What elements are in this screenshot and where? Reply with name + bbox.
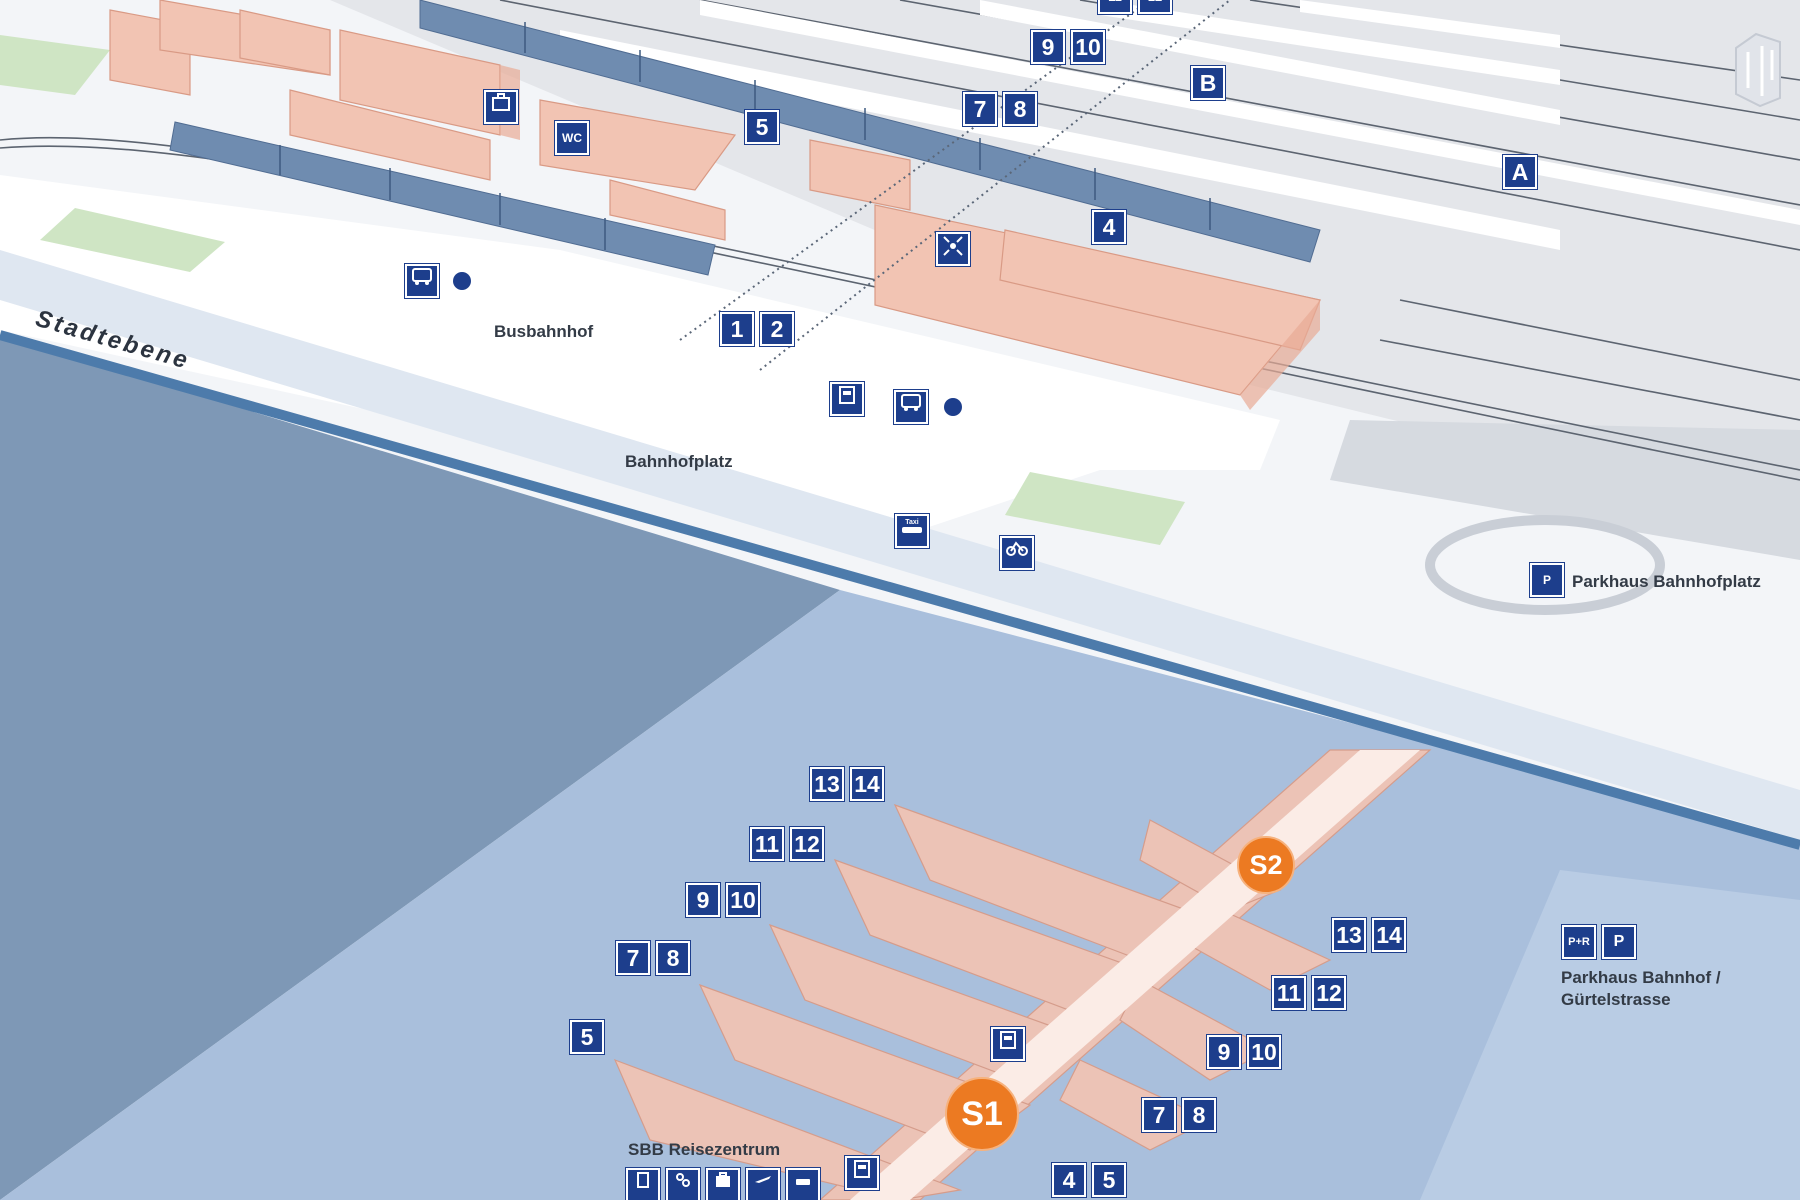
travel-centre-icon[interactable] <box>665 1167 701 1200</box>
lower-level-highlight <box>1420 870 1800 1200</box>
platform-badge-11[interactable]: 11 <box>1097 0 1133 15</box>
underpass-badge-11-left[interactable]: 11 <box>749 826 785 862</box>
airport-icon[interactable] <box>745 1167 781 1200</box>
platform-badge-4[interactable]: 4 <box>1091 209 1127 245</box>
ticket-machine-icon[interactable] <box>844 1155 880 1191</box>
bus-stop-dot <box>944 398 962 416</box>
underpass-badge-9-right[interactable]: 9 <box>1206 1034 1242 1070</box>
underpass-badge-8-left[interactable]: 8 <box>655 940 691 976</box>
place-label-parkhaus-guertel-1: Parkhaus Bahnhof / <box>1561 968 1721 987</box>
plaza-area <box>0 175 1280 530</box>
platform-badge-9[interactable]: 9 <box>1030 29 1066 65</box>
svg-text:Taxi: Taxi <box>905 519 919 526</box>
platform-badge-1[interactable]: 1 <box>719 311 755 347</box>
green-area <box>1005 472 1185 545</box>
info-icon[interactable] <box>625 1167 661 1200</box>
watermark-logo-icon <box>1735 32 1781 108</box>
underpass-badge-4-right[interactable]: 4 <box>1051 1162 1087 1198</box>
underpass-badge-5-right[interactable]: 5 <box>1091 1162 1127 1198</box>
underpass-badge-14-right[interactable]: 14 <box>1371 917 1407 953</box>
platform-badge-2[interactable]: 2 <box>759 311 795 347</box>
underpass-badge-5-left[interactable]: 5 <box>569 1019 605 1055</box>
ticket-machine-icon[interactable] <box>829 381 865 417</box>
platform-badge-10[interactable]: 10 <box>1070 29 1106 65</box>
parking-icon[interactable]: P <box>1529 562 1565 598</box>
underpass-badge-8-right[interactable]: 8 <box>1181 1097 1217 1133</box>
track-area-lower <box>1330 420 1800 560</box>
underpass-marker-s1[interactable]: S1 <box>945 1077 1019 1151</box>
green-area <box>40 208 225 272</box>
place-label-busbahnhof: Busbahnhof <box>494 322 594 341</box>
platform-badge-7[interactable]: 7 <box>962 91 998 127</box>
train-car-joints <box>279 22 1211 250</box>
bike-parking-icon[interactable] <box>999 535 1035 571</box>
underpass-badge-10-right[interactable]: 10 <box>1246 1034 1282 1070</box>
underpass-badge-9-left[interactable]: 9 <box>685 882 721 918</box>
place-label-parkhaus-bahnhofplatz: Parkhaus Bahnhofplatz <box>1572 572 1761 591</box>
car-rental-icon[interactable] <box>785 1167 821 1200</box>
underpass-badge-12-right[interactable]: 12 <box>1311 975 1347 1011</box>
green-area <box>0 35 110 95</box>
parking-ramp <box>1425 515 1665 615</box>
platform-badge-8[interactable]: 8 <box>1002 91 1038 127</box>
underpass-badge-13-right[interactable]: 13 <box>1331 917 1367 953</box>
platform-badge-12[interactable]: 12 <box>1137 0 1173 15</box>
level-edge <box>0 330 1800 850</box>
underpass-badge-11-right[interactable]: 11 <box>1271 975 1307 1011</box>
place-label-parkhaus-guertel-2: Gürtelstrasse <box>1561 990 1671 1009</box>
underpass-badge-12-left[interactable]: 12 <box>789 826 825 862</box>
sector-badge-a[interactable]: A <box>1502 154 1538 190</box>
underpass-marker-s2[interactable]: S2 <box>1237 836 1295 894</box>
bus-stop-dot <box>453 272 471 290</box>
bus-stop-icon[interactable] <box>404 263 440 299</box>
underpass-badge-10-left[interactable]: 10 <box>725 882 761 918</box>
place-label-reisezentrum: SBB Reisezentrum <box>628 1140 781 1159</box>
underpass-badge-13-left[interactable]: 13 <box>809 766 845 802</box>
bus-stop-icon[interactable] <box>893 389 929 425</box>
underpass-badge-14-left[interactable]: 14 <box>849 766 885 802</box>
lower-level-dark <box>0 335 840 1200</box>
meeting-point-icon[interactable] <box>935 231 971 267</box>
underpass-badge-7-right[interactable]: 7 <box>1141 1097 1177 1133</box>
walkway-lines <box>679 0 1231 371</box>
place-label-bahnhofplatz: Bahnhofplatz <box>625 452 733 471</box>
ticket-machine-icon[interactable] <box>990 1026 1026 1062</box>
parking-icon[interactable]: P <box>1601 924 1637 960</box>
sector-badge-b[interactable]: B <box>1190 65 1226 101</box>
underpass-badge-7-left[interactable]: 7 <box>615 940 651 976</box>
toilet-icon[interactable]: WC <box>554 120 590 156</box>
taxi-icon[interactable]: Taxi <box>894 513 930 549</box>
luggage-icon[interactable] <box>483 89 519 125</box>
park-and-ride-icon[interactable]: P+R <box>1561 924 1597 960</box>
luggage-icon[interactable] <box>705 1167 741 1200</box>
platform-badge-5[interactable]: 5 <box>744 109 780 145</box>
